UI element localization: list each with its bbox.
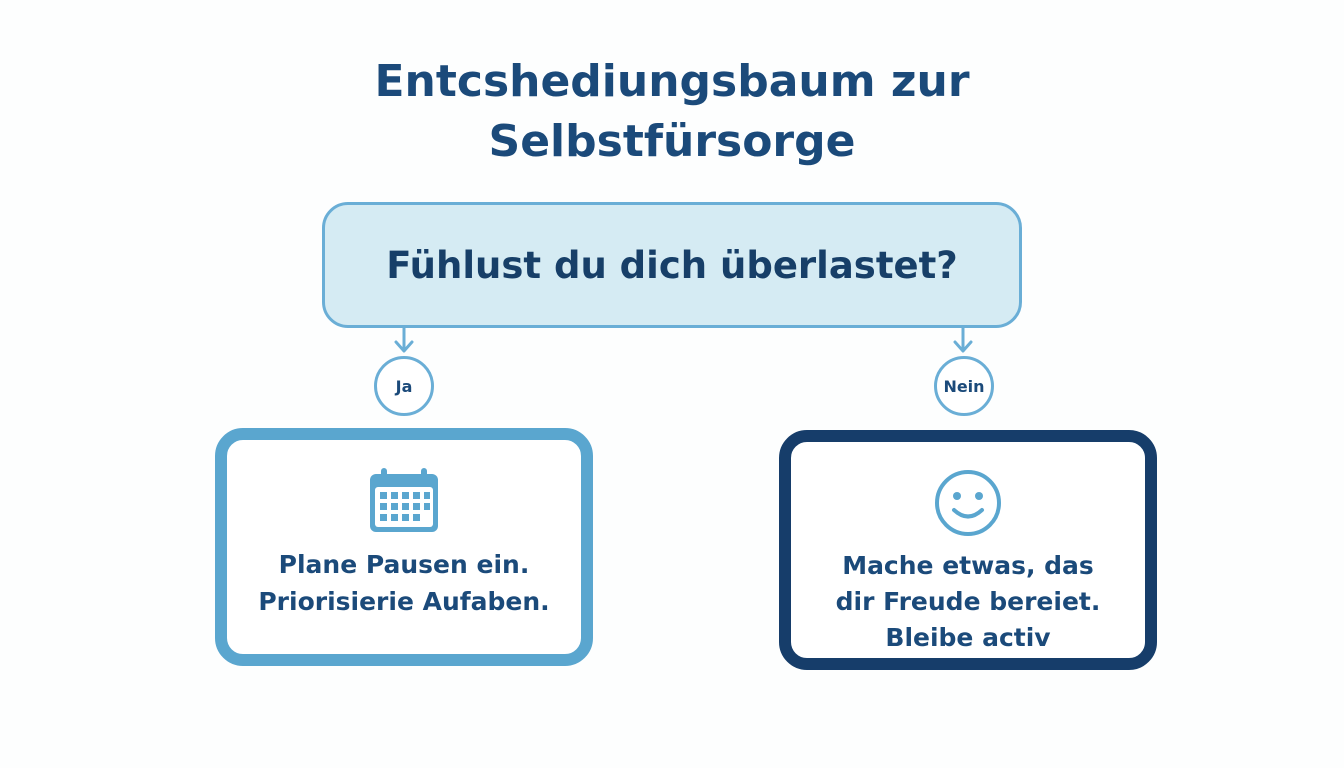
yes-outcome-box: Plane Pausen ein. Priorisierie Aufaben. — [215, 428, 593, 666]
no-outcome-box: Mache etwas, das dir Freude bereiet. Ble… — [779, 430, 1157, 670]
no-label-text: Nein — [943, 376, 985, 396]
yes-advice-line-1: Plane Pausen ein. — [278, 550, 530, 579]
yes-advice-line-2: Priorisierie Aufaben. — [258, 587, 550, 616]
calendar-icon — [370, 468, 438, 532]
no-advice-line-3: Bleibe activ — [885, 623, 1051, 652]
yes-branch-label: Ja — [374, 356, 434, 416]
title-line-2: Selbstfürsorge — [488, 116, 856, 167]
no-arrowhead — [953, 340, 973, 353]
no-advice-line-1: Mache etwas, das — [842, 551, 1094, 580]
yes-advice-text: Plane Pausen ein. Priorisierie Aufaben. — [227, 546, 581, 620]
smiley-face-icon — [935, 470, 1001, 536]
title-line-1: Entcshediungsbaum zur — [374, 56, 970, 107]
diagram-title: Entcshediungsbaum zur Selbstfürsorge — [272, 52, 1072, 172]
yes-label-text: Ja — [395, 376, 413, 396]
no-branch-label: Nein — [934, 356, 994, 416]
no-advice-text: Mache etwas, das dir Freude bereiet. Ble… — [791, 548, 1145, 656]
question-text: Fühlust du dich überlastet? — [386, 243, 958, 287]
no-advice-line-2: dir Freude bereiet. — [835, 587, 1101, 616]
question-node: Fühlust du dich überlastet? — [322, 202, 1022, 328]
yes-arrowhead — [394, 340, 414, 353]
